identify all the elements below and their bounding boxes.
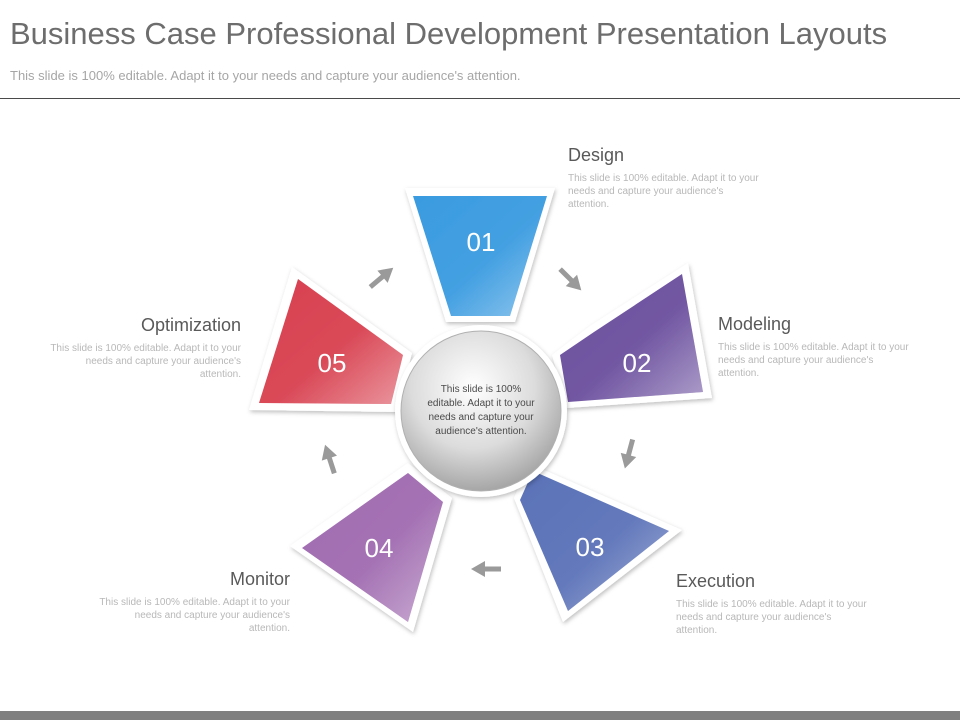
step-04-text: Monitor This slide is 100% editable. Ada…	[95, 569, 290, 635]
step-05-number: 05	[318, 348, 347, 378]
step-03-label: Execution	[676, 571, 756, 591]
footer-bar	[0, 711, 960, 720]
arrow-02-to-03-icon	[620, 438, 637, 469]
arrow-01-to-02-icon	[558, 267, 582, 291]
step-04-shape	[290, 463, 452, 632]
step-04-number: 04	[365, 533, 394, 563]
step-01-text: Design This slide is 100% editable. Adap…	[568, 145, 763, 211]
arrow-05-to-01-icon	[368, 267, 394, 289]
step-02-description: This slide is 100% editable. Adapt it to…	[718, 342, 909, 379]
step-01-number: 01	[467, 227, 496, 257]
step-03-shape	[514, 463, 682, 622]
step-03-text: Execution This slide is 100% editable. A…	[676, 571, 871, 637]
step-05-label: Optimization	[140, 315, 241, 335]
step-01-label: Design	[568, 145, 625, 165]
arrow-03-to-04-icon	[471, 561, 501, 577]
arrow-04-to-05-icon	[321, 444, 337, 475]
step-02-shape	[552, 263, 712, 408]
center-circle	[395, 325, 567, 497]
step-03-number: 03	[576, 532, 605, 562]
step-03-description: This slide is 100% editable. Adapt it to…	[676, 599, 867, 636]
step-05-description: This slide is 100% editable. Adapt it to…	[50, 343, 241, 380]
step-01-shape	[405, 188, 555, 322]
step-05-shape	[249, 267, 412, 412]
step-02-label: Modeling	[718, 314, 792, 334]
step-04-label: Monitor	[229, 569, 290, 589]
slide-title: Business Case Professional Development P…	[10, 16, 888, 51]
slide-subtitle: This slide is 100% editable. Adapt it to…	[10, 68, 521, 83]
step-02-text: Modeling This slide is 100% editable. Ad…	[718, 314, 913, 380]
step-01-description: This slide is 100% editable. Adapt it to…	[568, 173, 759, 210]
step-05-text: Optimization This slide is 100% editable…	[46, 315, 241, 381]
center-description: This slide is 100% editable. Adapt it to…	[427, 384, 535, 437]
title-divider	[0, 98, 960, 99]
step-04-description: This slide is 100% editable. Adapt it to…	[99, 597, 290, 634]
step-02-number: 02	[623, 348, 652, 378]
